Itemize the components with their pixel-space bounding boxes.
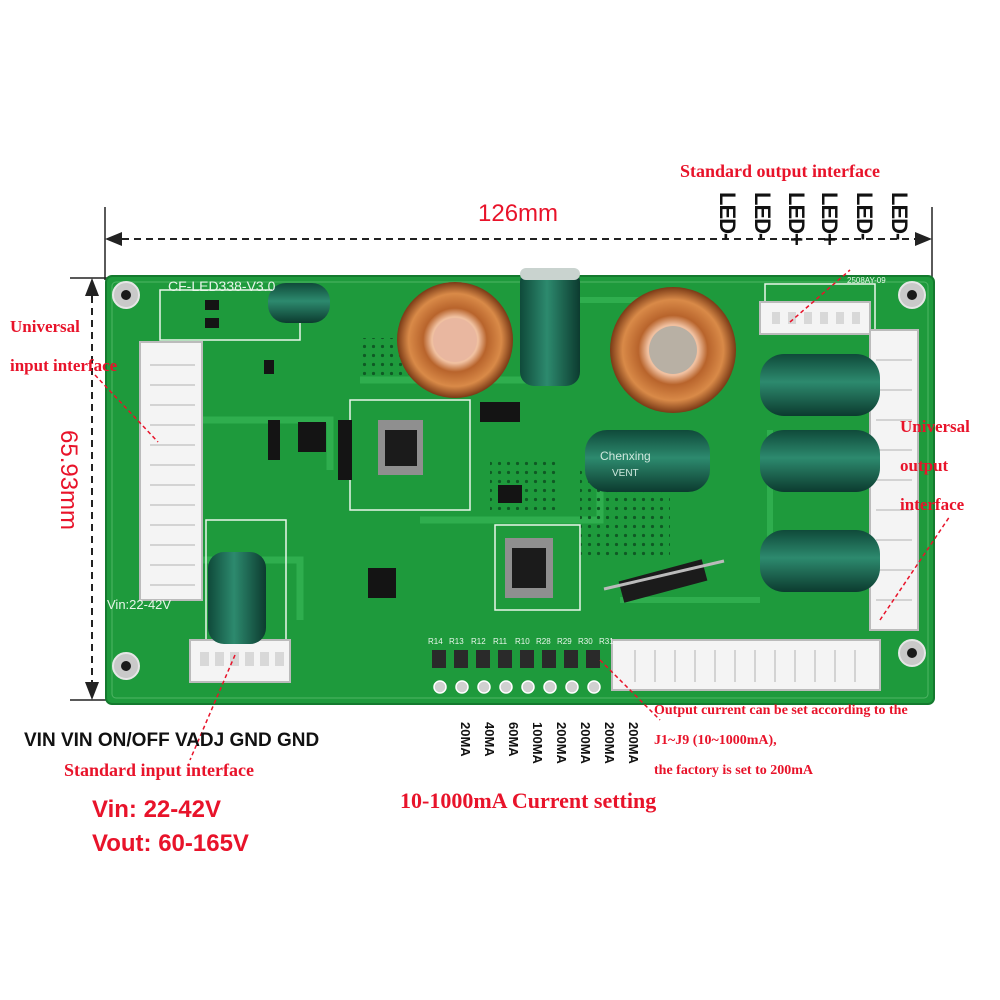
smd-components bbox=[205, 300, 522, 598]
standard-output-interface-label: Standard output interface bbox=[680, 161, 881, 181]
current-option-label: 200MA bbox=[554, 722, 569, 764]
standard-output-connector bbox=[759, 301, 871, 335]
resistor-label: R30 bbox=[578, 637, 593, 646]
resistor-label: R11 bbox=[493, 637, 508, 646]
universal-output-label-line2: output bbox=[900, 456, 949, 475]
board-date-text: 2508AY-09 bbox=[847, 276, 886, 285]
capacitor-right-1 bbox=[760, 354, 880, 416]
output-pin-label: LED- bbox=[715, 192, 740, 240]
universal-input-label-line1: Universal bbox=[10, 317, 80, 336]
output-current-note-line1: Output current can be set according to t… bbox=[654, 703, 908, 718]
board-vin-text: Vin:22-42V bbox=[107, 597, 171, 612]
capacitor-brand-text: Chenxing bbox=[600, 449, 651, 463]
output-pin-label: LED+ bbox=[817, 192, 842, 245]
bottom-connector bbox=[611, 639, 881, 691]
universal-output-label-line3: interface bbox=[900, 495, 965, 514]
current-option-label: 200MA bbox=[602, 722, 617, 764]
current-option-label: 60MA bbox=[506, 722, 521, 757]
standard-input-connector bbox=[189, 639, 291, 683]
capacitor-brand-sub-text: VENT bbox=[612, 468, 639, 479]
board-model-text: CF-LED338-V3.0 bbox=[168, 278, 276, 294]
vout-spec: Vout: 60-165V bbox=[92, 830, 249, 857]
mosfet-q3 bbox=[378, 420, 423, 475]
resistor-labels: R14 R13 R12 R11 R10 R28 R29 R30 R31 bbox=[428, 637, 614, 646]
vin-spec: Vin: 22-42V bbox=[92, 796, 221, 823]
resistor-label: R28 bbox=[536, 637, 551, 646]
capacitor-bottom-left bbox=[208, 552, 266, 644]
inductor-left bbox=[397, 282, 513, 398]
diode bbox=[603, 559, 725, 603]
current-option-label: 20MA bbox=[458, 722, 473, 757]
resistor-label: R10 bbox=[515, 637, 530, 646]
inductor-right bbox=[610, 287, 736, 413]
capacitor-top-center bbox=[520, 268, 580, 386]
output-current-note-line3: the factory is set to 200mA bbox=[654, 763, 814, 778]
jumper-pads bbox=[432, 650, 601, 694]
height-dimension bbox=[70, 277, 112, 701]
width-label: 126mm bbox=[478, 200, 559, 227]
resistor-label: R14 bbox=[428, 637, 443, 646]
current-option-label: 40MA bbox=[482, 722, 497, 757]
current-option-label: 200MA bbox=[626, 722, 641, 764]
output-pin-label: LED- bbox=[887, 192, 912, 240]
output-pin-label: LED- bbox=[852, 192, 877, 240]
output-pin-label: LED+ bbox=[784, 192, 809, 245]
resistor-label: R12 bbox=[471, 637, 486, 646]
capacitor-top-left bbox=[268, 283, 330, 323]
universal-input-label-line2: input interface bbox=[10, 356, 118, 375]
resistor-label: R29 bbox=[557, 637, 572, 646]
current-option-label: 100MA bbox=[530, 722, 545, 764]
current-option-label: 200MA bbox=[578, 722, 593, 764]
capacitor-right-2 bbox=[760, 430, 880, 492]
resistor-label: R31 bbox=[599, 637, 614, 646]
capacitor-center bbox=[585, 430, 710, 492]
input-pins-label: VIN VIN ON/OFF VADJ GND GND bbox=[24, 730, 320, 751]
mosfet-q4 bbox=[505, 538, 553, 598]
pointer-lines bbox=[94, 269, 951, 761]
width-dimension bbox=[104, 207, 933, 280]
universal-input-connector bbox=[139, 341, 203, 601]
height-label: 65.93mm bbox=[55, 430, 82, 531]
resistor-label: R13 bbox=[449, 637, 464, 646]
current-setting-label: 10-1000mA Current setting bbox=[400, 788, 657, 813]
capacitor-right-3 bbox=[760, 530, 880, 592]
output-current-note-line2: J1~J9 (10~1000mA), bbox=[654, 733, 777, 748]
output-pin-label: LED- bbox=[750, 192, 775, 240]
standard-input-interface-label: Standard input interface bbox=[64, 760, 255, 780]
universal-output-label-line1: Universal bbox=[900, 417, 970, 436]
